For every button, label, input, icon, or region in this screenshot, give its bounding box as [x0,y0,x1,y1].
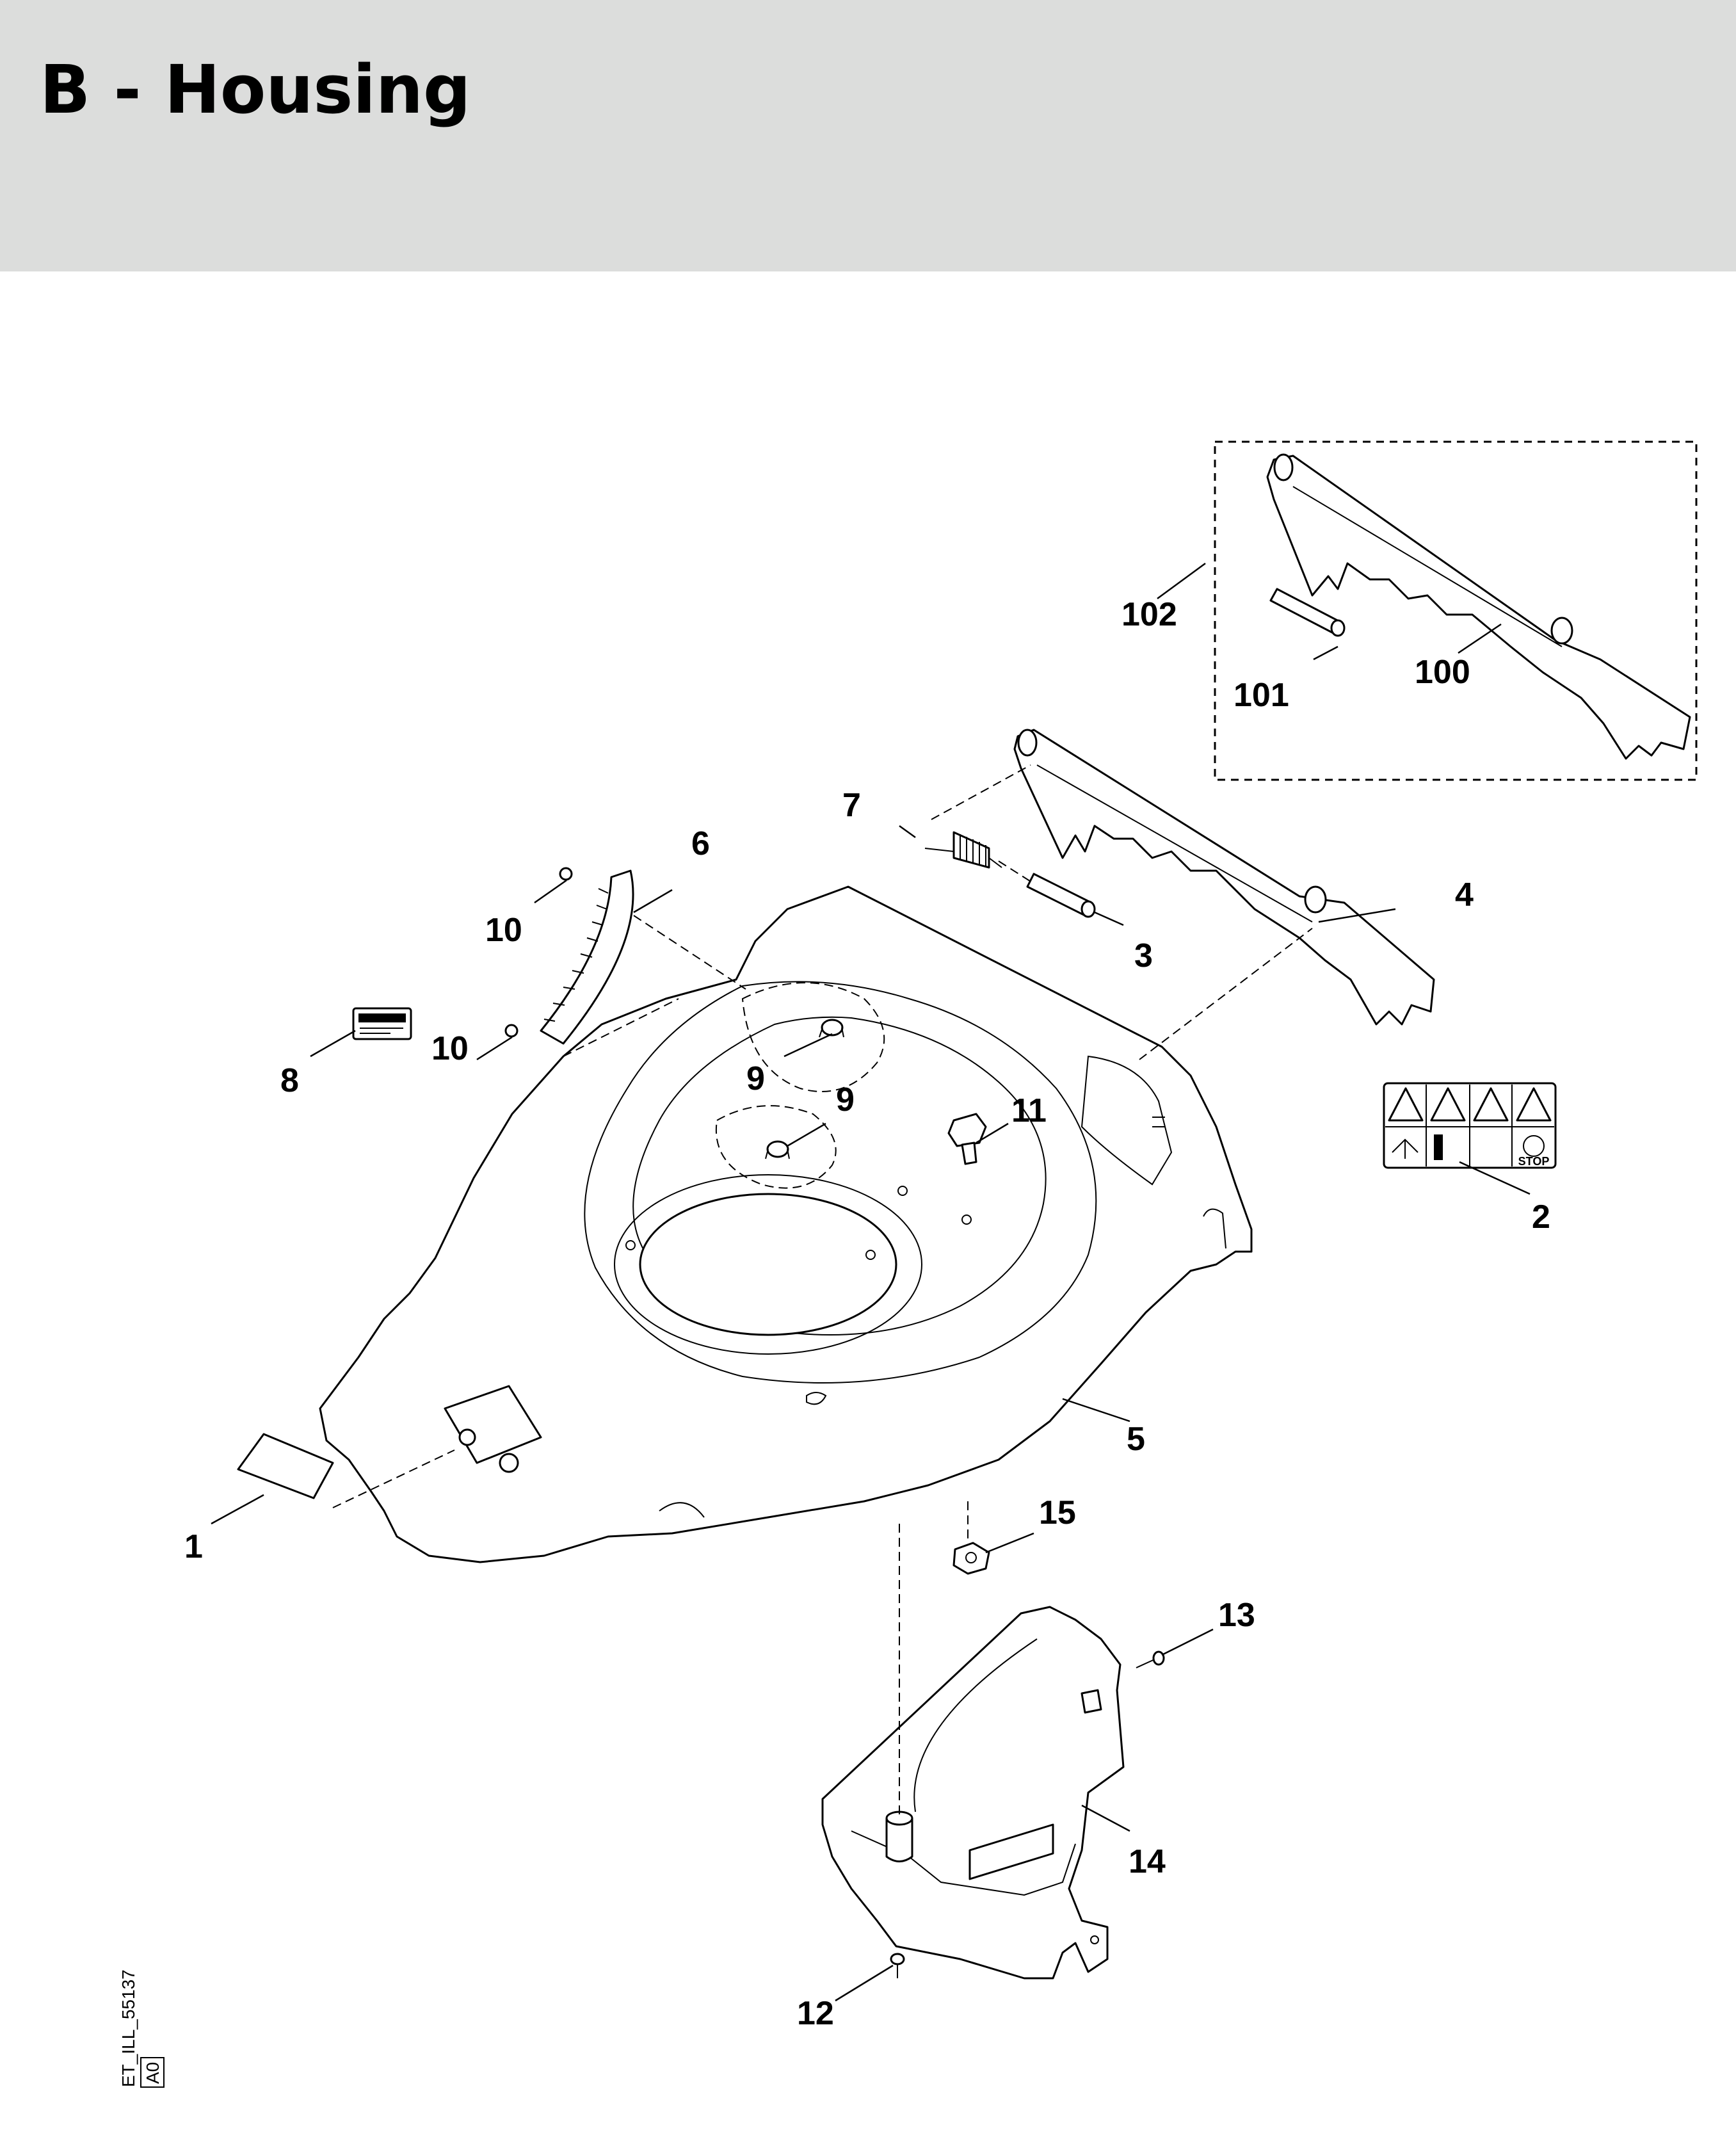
callout-9-upper: 9 [746,1060,765,1097]
manual-book-icon [1392,1138,1419,1159]
callout-2: 2 [1532,1198,1550,1236]
pin-part-3 [1026,873,1096,918]
mower-housing-part-5 [319,885,1253,1563]
sticker-part-1 [237,1433,334,1499]
header-band: B - Housing [0,0,1736,271]
reference-code: ET_ILL_55137 [118,1969,138,2087]
stop-text: STOP [1518,1155,1550,1168]
callout-101: 101 [1234,677,1289,714]
bumper-part-9-upper [819,1019,844,1038]
warning-label-part-2: STOP [1383,1082,1557,1169]
callout-100: 100 [1415,654,1470,691]
warning-triangle-icon [1516,1087,1552,1122]
reference-code-block: ET_ILL_55137 A0 [118,1969,165,2088]
nut-part-15 [952,1542,990,1575]
callout-5: 5 [1127,1421,1145,1458]
callout-102: 102 [1121,596,1177,633]
warning-triangle-icon [1430,1087,1466,1122]
leader-lines [211,562,1531,2002]
distance-icon [1434,1134,1443,1160]
assembly-dashed-box [1214,440,1698,781]
callout-3: 3 [1134,937,1153,974]
nut-part-10-upper [559,867,573,881]
callout-10-upper: 10 [485,912,522,949]
callout-13: 13 [1218,1597,1255,1634]
callout-1: 1 [184,1528,203,1565]
nut-part-10-lower [504,1024,518,1038]
callout-15: 15 [1039,1494,1076,1531]
bolt-part-11 [947,1113,987,1165]
height-adjuster-part-6 [540,869,634,1045]
callout-12: 12 [797,1995,834,2032]
assembly-lines [332,764,1313,1815]
screw-part-13 [1136,1650,1165,1668]
bumper-part-9-lower [765,1140,790,1159]
spring-part-7 [924,831,1002,869]
callout-11: 11 [1011,1092,1047,1129]
callout-10-lower: 10 [431,1030,469,1067]
page-title: B - Housing [40,51,471,129]
callout-9-lower: 9 [836,1081,855,1118]
callout-7: 7 [842,787,861,824]
rear-flap-part-100 [1266,453,1691,760]
callout-4: 4 [1455,876,1474,914]
callout-6: 6 [691,825,710,862]
screw-part-12 [890,1953,905,1978]
grass-deflector-part-14 [821,1606,1125,1980]
callout-14: 14 [1129,1843,1166,1880]
callout-8: 8 [280,1062,299,1099]
blade-stop-icon [1523,1135,1545,1157]
pin-part-101 [1269,588,1346,637]
logo-sticker-part-8 [352,1007,412,1040]
revision-code: A0 [143,2062,163,2084]
warning-triangle-icon [1473,1087,1509,1122]
warning-triangle-icon [1388,1087,1424,1122]
rear-flap-part-4 [1013,729,1435,1026]
